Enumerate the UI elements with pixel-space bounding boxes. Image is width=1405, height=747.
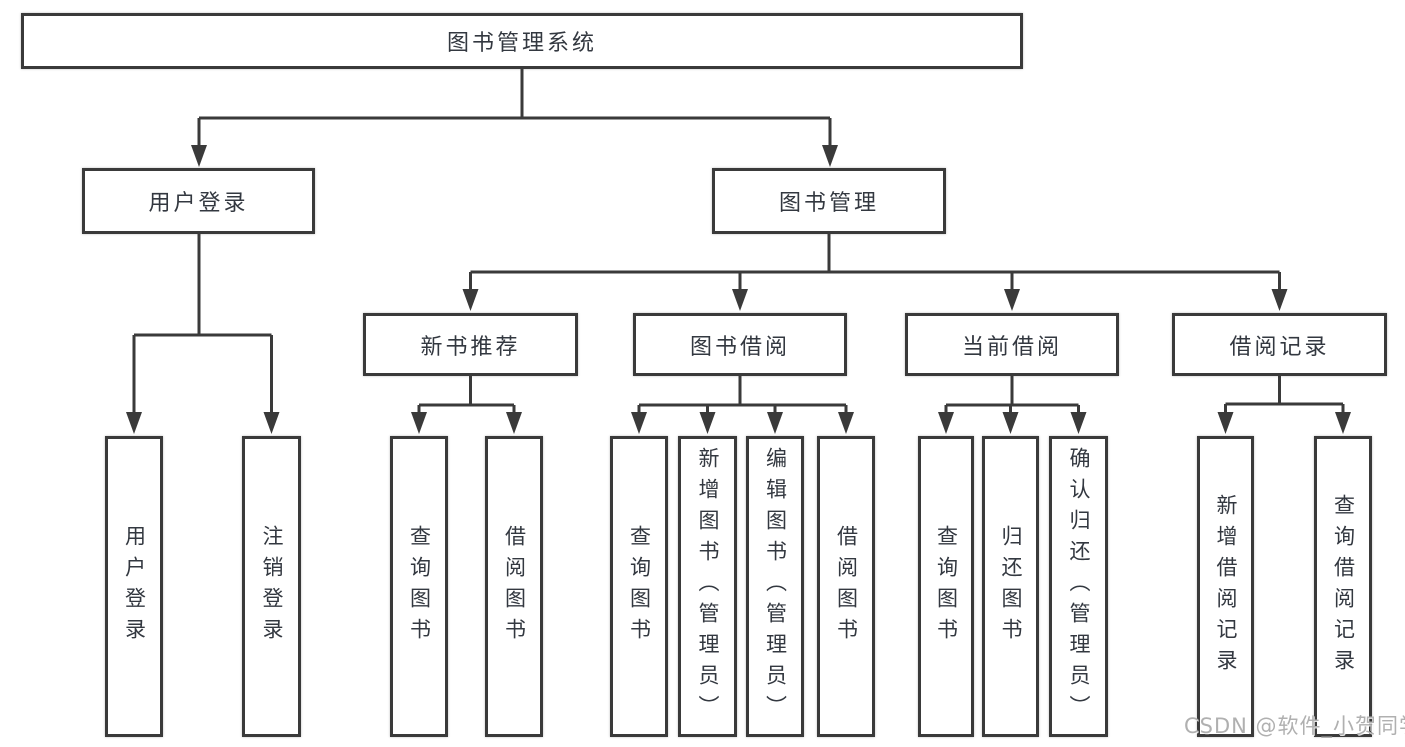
arrow-down-icon [938,412,954,434]
leaf-query-books-2: 查询图书 [610,436,668,737]
arrow-down-icon [1271,289,1288,311]
node-root: 图书管理系统 [21,13,1023,69]
arrow-down-icon [732,289,748,311]
watermark: CSDN @软件_小贺同学 [1184,714,1405,738]
leaf-query-books-1: 查询图书 [390,436,448,737]
node-book-borrow: 图书借阅 [633,313,847,376]
node-new-book-recommend: 新书推荐 [363,313,578,376]
connector-new-book-rec-to-leaves [417,376,516,414]
leaf-edit-book-admin: 编辑图书（管理员） [746,436,804,737]
connector-root-to-level2 [197,69,832,150]
arrow-down-icon [1070,412,1087,434]
arrow-down-icon [1004,289,1020,311]
arrow-down-icon [838,412,854,434]
leaf-return-book: 归还图书 [982,436,1039,737]
connector-book-mgmt-to-level3 [469,234,1281,292]
arrow-down-icon [767,412,783,434]
arrow-down-icon [1002,412,1019,434]
arrow-down-icon [699,412,716,434]
node-current-borrow: 当前借阅 [905,313,1119,376]
connector-user-login-to-leaves [132,234,273,414]
arrow-down-icon [462,289,479,311]
connector-current-borrow-to-leaves [944,376,1080,414]
leaf-borrow-books-2: 借阅图书 [817,436,875,737]
node-book-management: 图书管理 [712,168,946,234]
arrow-down-icon [411,412,427,434]
node-borrow-records: 借阅记录 [1172,313,1387,376]
arrow-down-icon [191,145,207,167]
leaf-logout: 注销登录 [242,436,301,737]
arrow-down-icon [126,412,142,434]
leaf-query-books-3: 查询图书 [918,436,974,737]
arrow-down-icon [1217,412,1234,434]
node-user-login: 用户登录 [82,168,315,234]
arrow-down-icon [631,412,647,434]
arrow-down-icon [1335,412,1351,434]
connector-borrow-records-to-leaves [1224,376,1345,414]
leaf-user-login: 用户登录 [105,436,163,737]
leaf-query-borrow-record: 查询借阅记录 [1314,436,1372,737]
connector-book-borrow-to-leaves [637,376,848,414]
leaf-confirm-return-admin: 确认归还（管理员） [1049,436,1108,737]
arrow-down-icon [263,412,280,434]
arrowheads [126,145,1351,434]
arrow-down-icon [506,412,522,434]
arrow-down-icon [822,145,838,167]
leaf-add-book-admin: 新增图书（管理员） [678,436,737,737]
leaf-borrow-books-1: 借阅图书 [485,436,543,737]
leaf-add-borrow-record: 新增借阅记录 [1197,436,1254,737]
